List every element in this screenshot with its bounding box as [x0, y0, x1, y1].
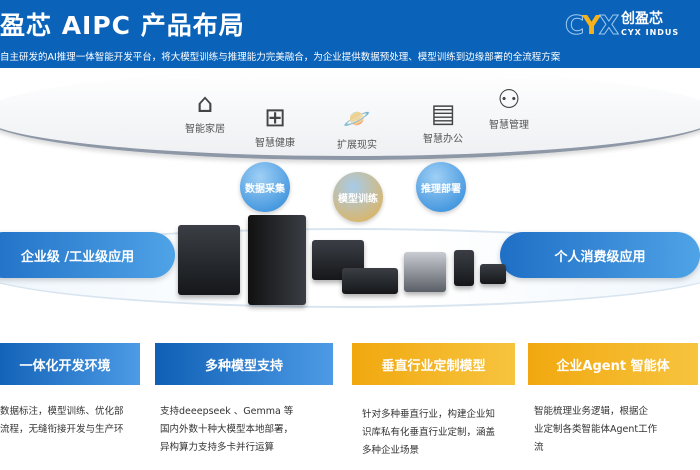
stage-inference-deploy: 推理部署 [416, 162, 466, 212]
card-line: 流程，无缝衔接开发与生产环 [0, 424, 124, 435]
smart-home-icon: ⌂ [196, 89, 214, 119]
device-nuc [480, 264, 506, 284]
logo-en: CYX INDUS [620, 28, 680, 37]
card-line: 流 [534, 442, 544, 453]
people-management-icon: ⚇ [497, 85, 521, 115]
app-smart-health: ⊞ 智慧健康 [240, 102, 310, 149]
segment-consumer: 个人消费级应用 [500, 232, 700, 278]
card-line: 数据标注，模型训练、优化部 [0, 406, 124, 417]
page-subtitle: 自主研发的AI推理一体智能开发平台，将大模型训练与推理能力完美融合，为企业提供数… [0, 52, 561, 63]
card-agent-header: 企业Agent 智能体 [528, 343, 698, 385]
header-banner: 盈芯 AIPC 产品布局 自主研发的AI推理一体智能开发平台，将大模型训练与推理… [0, 0, 700, 68]
card-line: 业定制各类智能体Agent工作 [534, 424, 658, 435]
device-cube-case [178, 225, 240, 295]
application-platform [0, 70, 700, 160]
app-label: 智慧管理 [489, 120, 529, 131]
card-vertical-model-header: 垂直行业定制模型 [352, 343, 515, 385]
app-xr: 🪐 扩展现实 [322, 104, 392, 151]
card-line: 异构算力支持多卡并行运算 [160, 442, 275, 453]
app-label: 扩展现实 [337, 140, 377, 151]
segment-enterprise: 企业级 /工业级应用 [0, 232, 175, 278]
card-vertical-model-text: 针对多种垂直行业，构建企业知识库私有化垂直行业定制，涵盖多种企业场景 [362, 406, 495, 460]
planet-icon: 🪐 [343, 107, 371, 132]
logo-cn: 创盈芯 [620, 11, 663, 27]
device-tower-pc [248, 215, 306, 305]
card-line: 识库私有化垂直行业定制，涵盖 [362, 427, 496, 438]
card-agent-text: 智能梳理业务逻辑，根据企业定制各类智能体Agent工作流 [534, 403, 657, 457]
stage-model-training: 模型训练 [333, 172, 383, 222]
device-stick-pc [454, 250, 474, 286]
card-line: 针对多种垂直行业，构建企业知 [362, 409, 496, 420]
app-label: 智慧健康 [255, 138, 295, 149]
stage-data-collection: 数据采集 [240, 162, 290, 212]
app-smart-office: ▤ 智慧办公 [408, 98, 478, 145]
page-title: 盈芯 AIPC 产品布局 [0, 11, 245, 40]
card-model-support-text: 支持deeepseek 、Gemma 等国内外数十种大模型本地部署， 异构算力支持… [160, 403, 293, 457]
card-dev-environment-text: 数据标注，模型训练、优化部流程，无缝衔接开发与生产环 [0, 403, 124, 439]
device-flat-box [342, 268, 398, 294]
app-label: 智慧办公 [423, 134, 463, 145]
app-smart-home: ⌂ 智能家居 [170, 88, 240, 135]
card-line: 国内外数十种大模型本地部署， [160, 424, 294, 435]
device-mini-cube [404, 252, 446, 292]
medical-kit-icon: ⊞ [264, 103, 286, 133]
card-dev-environment-header: 一体化开发环境 [0, 343, 140, 385]
card-model-support-header: 多种模型支持 [155, 343, 333, 385]
logo-mark: CYX [565, 11, 620, 42]
card-line: 智能梳理业务逻辑，根据企 [534, 406, 649, 417]
card-line: 多种企业场景 [362, 445, 420, 456]
app-smart-management: ⚇ 智慧管理 [474, 84, 544, 131]
office-desk-icon: ▤ [430, 99, 456, 129]
card-line: 支持deeepseek 、Gemma 等 [160, 406, 294, 417]
app-label: 智能家居 [185, 124, 225, 135]
